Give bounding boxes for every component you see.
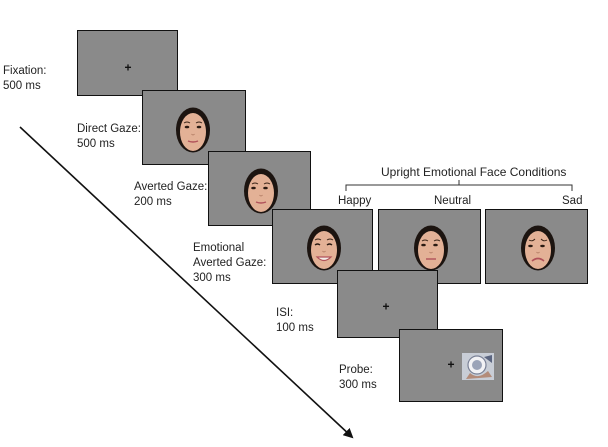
- averted-gaze-face: [244, 168, 278, 214]
- happy-face: [307, 225, 341, 271]
- conditions-bracket: [345, 180, 573, 191]
- averted-gaze-name: Averted Gaze:: [134, 181, 208, 193]
- sad-face-screen: [485, 209, 588, 284]
- probe-name: Probe:: [339, 364, 373, 376]
- fixation-duration: 500 ms: [3, 80, 41, 92]
- averted-gaze-screen: [208, 151, 311, 226]
- condition-sad-label: Sad: [562, 195, 583, 207]
- direct-gaze-face: [176, 107, 210, 153]
- emotional-averted-gaze-name-line1: Emotional: [193, 242, 245, 254]
- direct-gaze-duration: 500 ms: [77, 138, 115, 150]
- direct-gaze-name: Direct Gaze:: [77, 123, 141, 135]
- isi-duration: 100 ms: [276, 322, 314, 334]
- emotional-averted-gaze-name-line2: Averted Gaze:: [193, 257, 267, 269]
- fixation-cross: +: [124, 60, 132, 75]
- direct-gaze-label: Direct Gaze: 500 ms: [77, 122, 141, 152]
- happy-face-screen: [272, 209, 373, 284]
- probe-stimulus: [462, 353, 494, 380]
- averted-gaze-label: Averted Gaze: 200 ms: [134, 180, 207, 210]
- probe-duration: 300 ms: [339, 379, 377, 391]
- condition-neutral-label: Neutral: [434, 195, 472, 207]
- emotional-averted-gaze-duration: 300 ms: [193, 272, 231, 284]
- emotional-averted-gaze-label: Emotional Averted Gaze: 300 ms: [193, 241, 266, 286]
- fixation-screen: +: [77, 30, 178, 96]
- averted-gaze-duration: 200 ms: [134, 196, 172, 208]
- fixation-name: Fixation:: [3, 65, 47, 77]
- conditions-title: Upright Emotional Face Conditions: [381, 165, 567, 179]
- neutral-face: [414, 225, 448, 271]
- probe-fixation-cross: +: [447, 357, 455, 372]
- isi-name: ISI:: [276, 307, 294, 319]
- isi-label: ISI: 100 ms: [276, 306, 314, 336]
- time-arrow: [19, 126, 354, 439]
- probe-screen: +: [399, 329, 503, 402]
- isi-fixation-cross: +: [382, 299, 390, 314]
- isi-screen: +: [337, 270, 438, 338]
- probe-label: Probe: 300 ms: [339, 363, 377, 393]
- sad-face: [521, 225, 555, 271]
- condition-happy-label: Happy: [338, 195, 372, 207]
- fixation-label: Fixation: 500 ms: [3, 64, 46, 94]
